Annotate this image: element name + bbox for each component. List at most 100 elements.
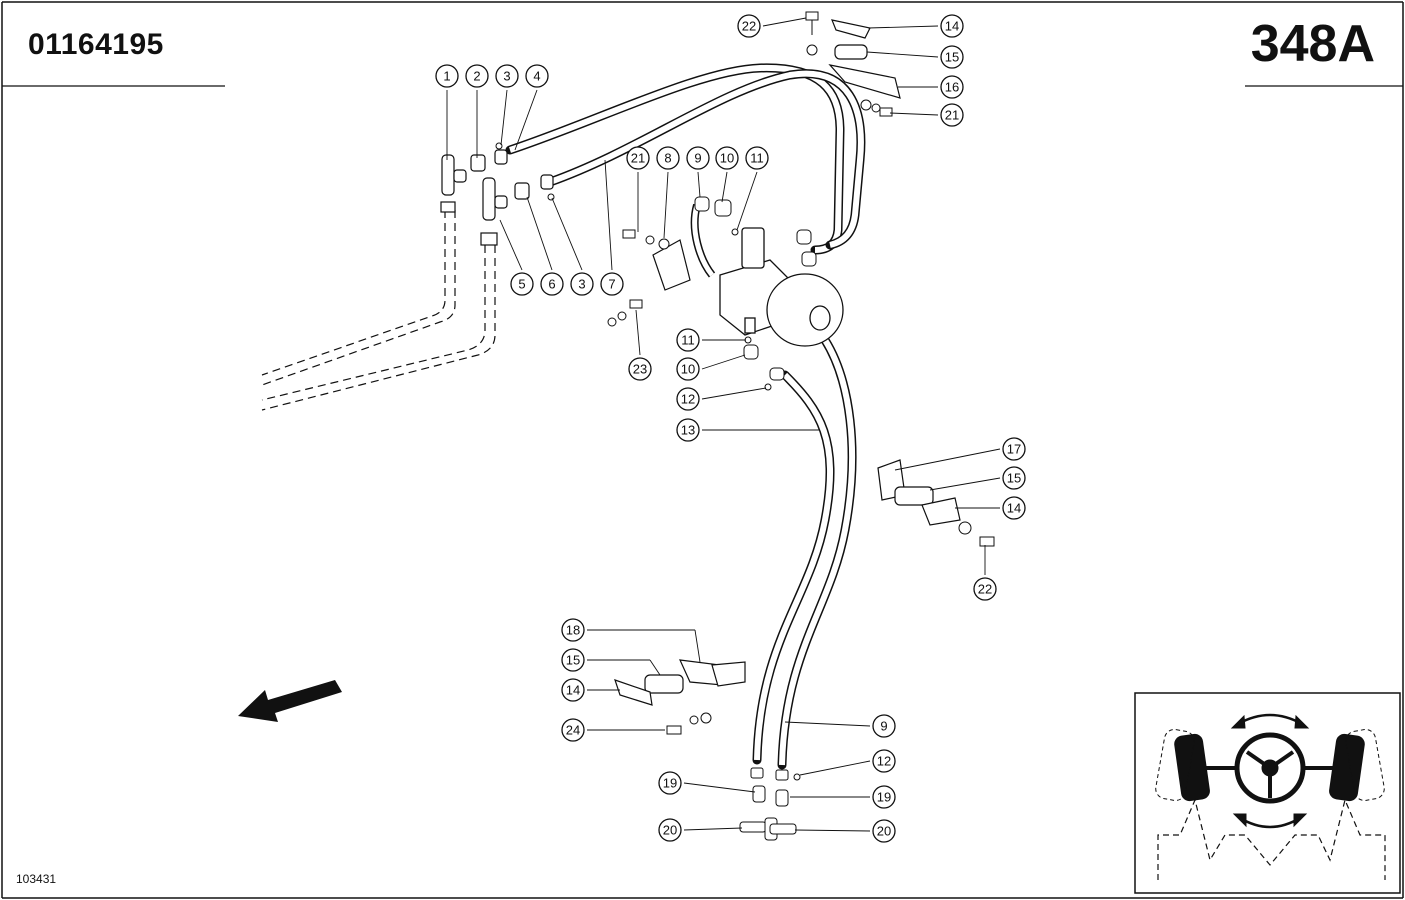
- callout-label: 19: [663, 776, 677, 791]
- callout-circle: [686, 146, 710, 170]
- fittings-left: [440, 149, 554, 246]
- callout-label: 11: [750, 151, 764, 166]
- brackets-and-clamps: [614, 19, 961, 706]
- callout-circle: [628, 357, 652, 381]
- callout-label: 12: [681, 392, 695, 407]
- steering-system-icon: [1134, 692, 1401, 894]
- callout-21: 21: [626, 146, 650, 170]
- drawing-id: 103431: [16, 872, 57, 886]
- callout-14: 14: [561, 678, 585, 702]
- callout-7: 7: [600, 272, 624, 296]
- callout-16: 16: [940, 75, 964, 99]
- callout-label: 21: [945, 108, 959, 123]
- steering-unit: [719, 227, 844, 347]
- callout-13: 13: [676, 418, 700, 442]
- callout-label: 15: [1007, 471, 1021, 486]
- callout-circle: [495, 64, 519, 88]
- callout-label: 14: [1007, 501, 1021, 516]
- callout-circle: [540, 272, 564, 296]
- callout-6: 6: [540, 272, 564, 296]
- page-code: 348A: [1250, 15, 1375, 73]
- callout-circle: [872, 749, 896, 773]
- callout-label: 5: [518, 277, 525, 292]
- callout-circle: [525, 64, 549, 88]
- callout-circle: [510, 272, 534, 296]
- callout-2: 2: [465, 64, 489, 88]
- callout-15: 15: [561, 648, 585, 672]
- callout-11: 11: [745, 146, 769, 170]
- forward-direction-arrow: [238, 680, 342, 722]
- document-number: 01164195: [28, 28, 164, 61]
- callout-label: 8: [664, 151, 671, 166]
- callout-circle: [658, 818, 682, 842]
- callout-18: 18: [561, 618, 585, 642]
- callout-circle: [626, 146, 650, 170]
- callout-label: 18: [566, 623, 580, 638]
- callout-label: 11: [681, 333, 695, 348]
- callout-label: 10: [681, 362, 695, 377]
- callout-circle: [676, 357, 700, 381]
- callout-label: 15: [945, 50, 959, 65]
- callout-20: 20: [658, 818, 682, 842]
- callout-12: 12: [872, 749, 896, 773]
- chassis-outline: [261, 210, 496, 411]
- callout-20: 20: [872, 819, 896, 843]
- callout-circle: [973, 577, 997, 601]
- callout-circle: [940, 103, 964, 127]
- callout-circle: [561, 678, 585, 702]
- callout-circle: [656, 146, 680, 170]
- callout-14: 14: [940, 14, 964, 38]
- callout-circle: [940, 45, 964, 69]
- callout-label: 13: [681, 423, 695, 438]
- small-hardware: [495, 11, 995, 841]
- callout-4: 4: [525, 64, 549, 88]
- callout-10: 10: [676, 357, 700, 381]
- callout-1: 1: [435, 64, 459, 88]
- callout-15: 15: [940, 45, 964, 69]
- callout-label: 10: [720, 151, 734, 166]
- callout-circle: [872, 819, 896, 843]
- lower-hoses: [752, 335, 857, 770]
- callout-9: 9: [686, 146, 710, 170]
- callout-3: 3: [495, 64, 519, 88]
- callout-circle: [676, 387, 700, 411]
- callout-21: 21: [940, 103, 964, 127]
- callout-label: 1: [443, 69, 450, 84]
- callout-circle: [435, 64, 459, 88]
- leader-lines: [446, 17, 1001, 832]
- callout-label: 7: [608, 277, 615, 292]
- callout-label: 21: [631, 151, 645, 166]
- callout-circle: [745, 146, 769, 170]
- callout-circle: [561, 718, 585, 742]
- callout-circle: [570, 272, 594, 296]
- callout-9: 9: [872, 714, 896, 738]
- callout-label: 17: [1007, 442, 1021, 457]
- callout-5: 5: [510, 272, 534, 296]
- callout-8: 8: [656, 146, 680, 170]
- callout-circle: [940, 75, 964, 99]
- callout-circle: [465, 64, 489, 88]
- upper-hoses: [505, 63, 866, 278]
- callout-circle: [600, 272, 624, 296]
- callout-circle: [872, 714, 896, 738]
- callout-circle: [737, 14, 761, 38]
- callout-circle: [715, 146, 739, 170]
- callout-circle: [561, 618, 585, 642]
- callout-23: 23: [628, 357, 652, 381]
- callout-24: 24: [561, 718, 585, 742]
- callout-label: 22: [742, 19, 756, 34]
- callout-label: 2: [473, 69, 480, 84]
- callout-circle: [676, 418, 700, 442]
- callout-19: 19: [872, 785, 896, 809]
- callout-3: 3: [570, 272, 594, 296]
- callout-label: 3: [578, 277, 585, 292]
- callout-circle: [658, 771, 682, 795]
- callout-17: 17: [1002, 437, 1026, 461]
- callout-19: 19: [658, 771, 682, 795]
- callout-label: 15: [566, 653, 580, 668]
- callout-label: 3: [503, 69, 510, 84]
- callout-label: 4: [533, 69, 540, 84]
- callout-label: 14: [566, 683, 580, 698]
